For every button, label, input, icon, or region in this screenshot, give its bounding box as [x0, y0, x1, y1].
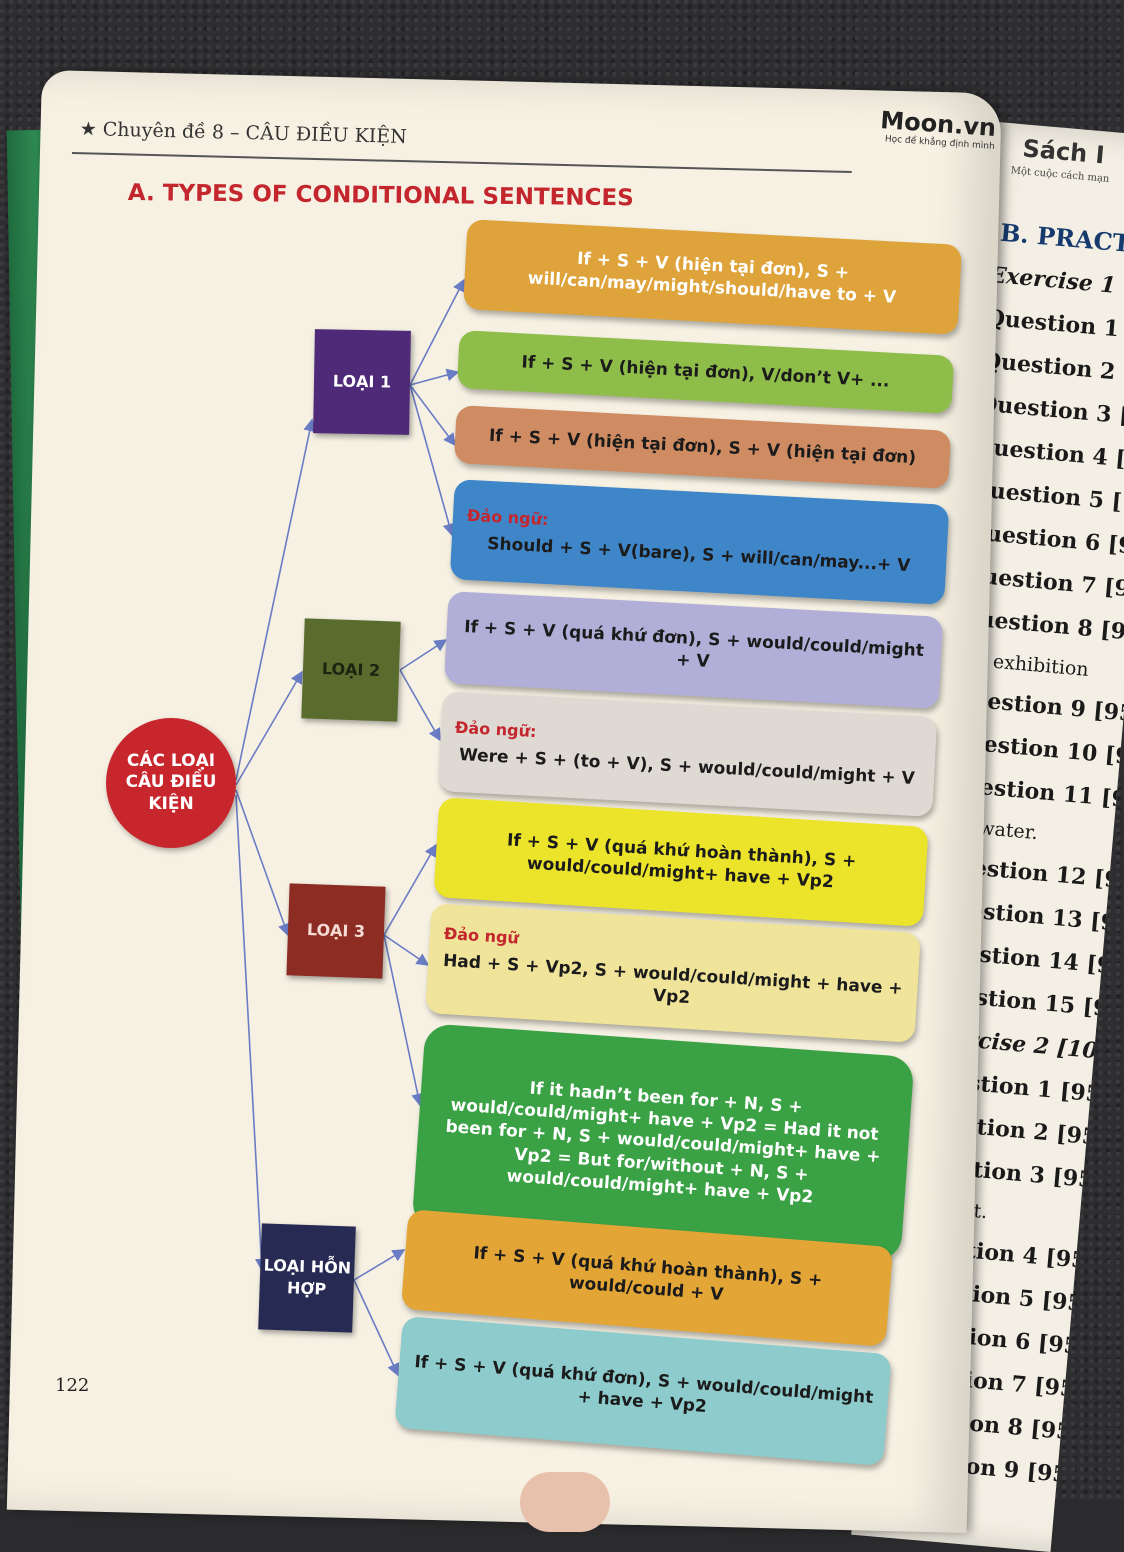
finger	[520, 1472, 610, 1532]
type-1-node: LOẠI 1	[313, 329, 411, 435]
right-page-title: Sách I	[1021, 134, 1106, 170]
root-node: CÁC LOẠI CÂU ĐIỀU KIỆN	[106, 718, 236, 848]
formula-text: If + S + V (quá khứ đơn), S + would/coul…	[413, 1351, 875, 1418]
formula-text: If + S + V (quá khứ hoàn thành), S + wou…	[472, 1243, 824, 1306]
formula-text: If + S + V (hiện tại đơn), S + V (hiện t…	[488, 425, 917, 469]
formula-text: If + S + V (quá khứ đơn), S + would/coul…	[463, 616, 925, 672]
brand-logo: Moon.vn Học để khẳng định mình	[879, 106, 997, 152]
mixed-type-node: LOẠI HỖN HỢP	[258, 1223, 356, 1333]
formula-text: If + S + V (hiện tại đơn), V/don’t V+ ..…	[521, 352, 890, 392]
type-3-node: LOẠI 3	[286, 883, 386, 979]
type-2-node: LOẠI 2	[301, 618, 401, 722]
page-number: 122	[55, 1375, 90, 1396]
formula-text: If + S + V (hiện tại đơn), S + will/can/…	[527, 248, 897, 308]
formula-text: If + S + V (quá khứ hoàn thành), S + wou…	[506, 830, 857, 893]
section-title: A. TYPES OF CONDITIONAL SENTENCES	[127, 180, 634, 212]
formula-text: If it hadn’t been for + N, S + would/cou…	[444, 1078, 882, 1208]
right-page-section: B. PRACT	[999, 217, 1124, 258]
